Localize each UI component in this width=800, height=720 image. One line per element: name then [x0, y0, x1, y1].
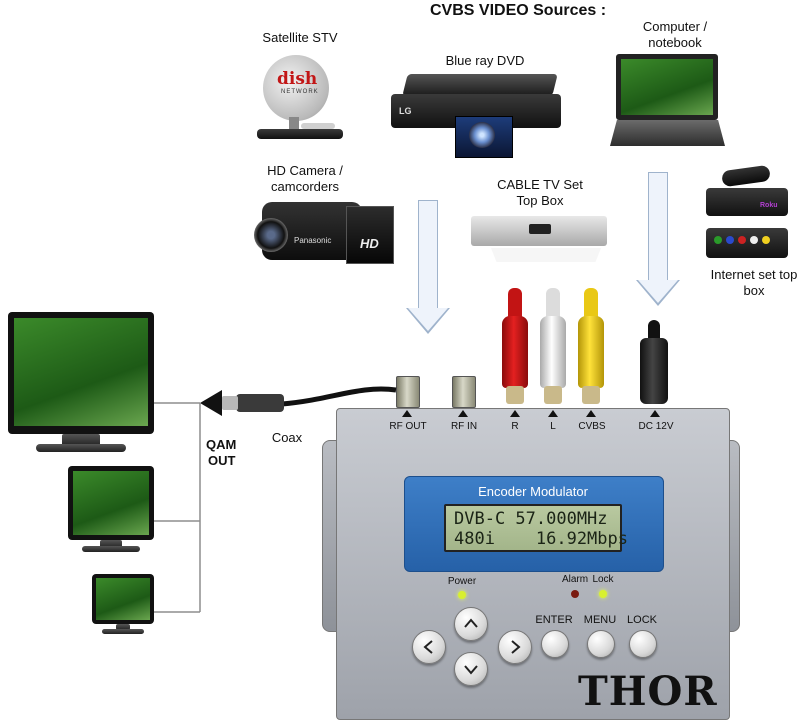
- up-button[interactable]: [454, 607, 488, 641]
- lock-led-label: Lock: [590, 574, 616, 585]
- coax-plug-tip: [222, 396, 238, 410]
- menu-button-label: MENU: [580, 614, 620, 626]
- tv-medium: [68, 466, 154, 558]
- lock-button[interactable]: [629, 630, 657, 658]
- rf-out-label: RF OUT: [378, 421, 438, 432]
- power-led-label: Power: [444, 576, 480, 587]
- alarm-led-label: Alarm: [560, 574, 590, 585]
- device-name: Encoder Modulator: [404, 484, 662, 499]
- tv-large-screen: [14, 318, 148, 426]
- tv-small-screen: [96, 578, 150, 620]
- alarm-led: [571, 590, 579, 598]
- dc-label: DC 12V: [628, 421, 684, 432]
- lcd-line-1: DVB-C 57.000MHz: [454, 509, 612, 529]
- tv-large-stand: [36, 444, 126, 452]
- lcd-line-2: 480i 16.92Mbps: [454, 529, 612, 549]
- lcd-display: DVB-C 57.000MHz 480i 16.92Mbps: [444, 504, 622, 552]
- chevron-left-icon: [413, 631, 445, 663]
- tv-medium-stand: [82, 546, 140, 552]
- rf-out-marker: [402, 410, 412, 417]
- rf-in-marker: [458, 410, 468, 417]
- rf-in-label: RF IN: [436, 421, 492, 432]
- chevron-right-icon: [499, 631, 531, 663]
- tv-large: [8, 312, 154, 456]
- l-marker: [548, 410, 558, 417]
- r-marker: [510, 410, 520, 417]
- qam-label-line2: OUT: [208, 453, 235, 468]
- coax-label: Coax: [262, 430, 312, 446]
- lock-button-label: LOCK: [622, 614, 662, 626]
- down-button[interactable]: [454, 652, 488, 686]
- enter-button[interactable]: [541, 630, 569, 658]
- tv-small: [92, 574, 154, 640]
- coax-cable: [282, 389, 396, 404]
- l-label: L: [538, 421, 568, 432]
- qam-label-line1: QAM: [206, 437, 236, 452]
- tv-small-stand: [102, 629, 144, 634]
- menu-button[interactable]: [587, 630, 615, 658]
- lock-led: [599, 590, 607, 598]
- dc-marker: [650, 410, 660, 417]
- cvbs-marker: [586, 410, 596, 417]
- cvbs-label: CVBS: [572, 421, 612, 432]
- coax-plug: [236, 394, 284, 412]
- r-label: R: [500, 421, 530, 432]
- chevron-down-icon: [455, 653, 487, 685]
- power-led: [458, 591, 466, 599]
- enter-button-label: ENTER: [534, 614, 574, 626]
- left-button[interactable]: [412, 630, 446, 664]
- chevron-up-icon: [455, 608, 487, 640]
- right-button[interactable]: [498, 630, 532, 664]
- qam-out-arrow: [200, 390, 222, 416]
- tv-medium-screen: [73, 471, 149, 535]
- thor-logo: THOR: [578, 668, 718, 715]
